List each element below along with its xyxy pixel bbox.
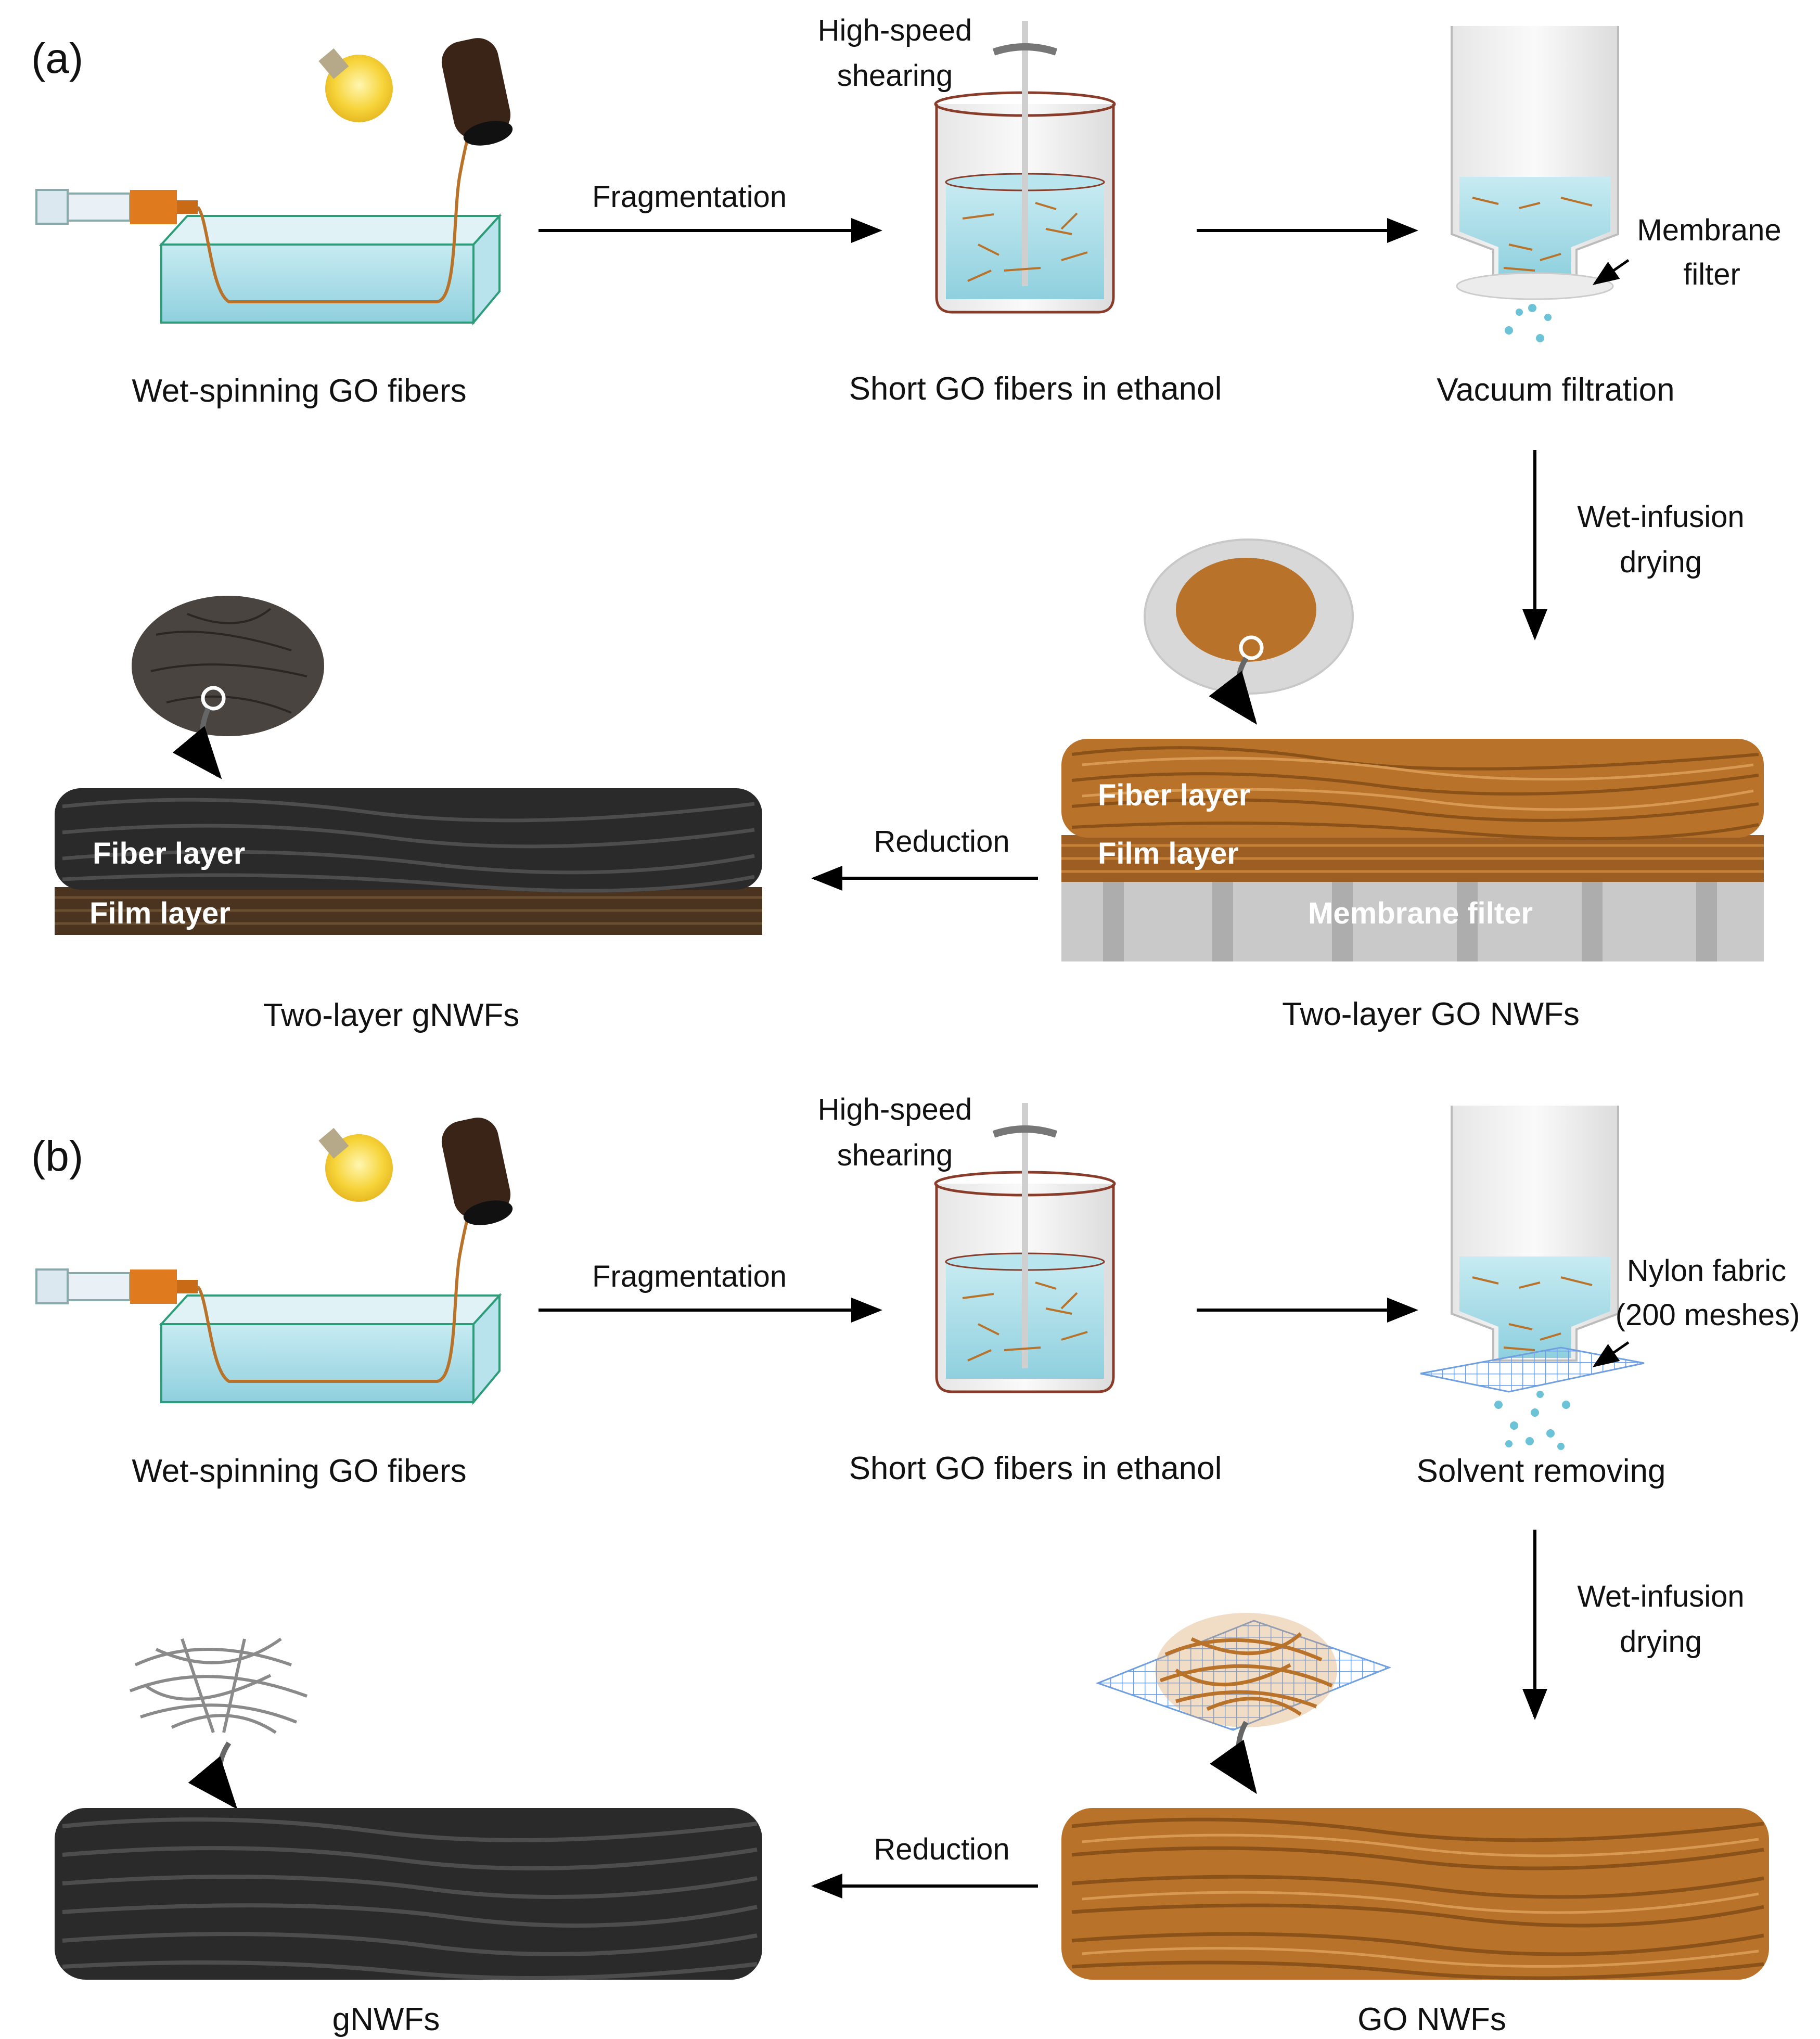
gnwf-inset	[129, 1637, 308, 1810]
g-two-layer-inset	[132, 596, 324, 779]
panel-b: (b) Wet-spinning GO fib	[31, 1093, 1800, 2037]
wet-infusion-line1-a: Wet-infusion	[1577, 500, 1744, 534]
wet-spinning-setup-a	[35, 38, 513, 326]
go-two-layer-inset	[1144, 538, 1354, 725]
nylon-fabric-label-line1: Nylon fabric	[1627, 1254, 1786, 1288]
go-film-layer-label: Film layer	[1098, 837, 1239, 870]
go-fiber-layer-label: Fiber layer	[1098, 778, 1250, 812]
wet-spinning-setup-b	[35, 1118, 513, 1405]
solvent-removal-funnel	[1420, 1106, 1645, 1450]
membrane-filter-label-line2: filter	[1683, 258, 1740, 291]
step5-caption-b: gNWFs	[332, 2002, 440, 2037]
go-membrane-label: Membrane filter	[1308, 896, 1533, 930]
g-fiber-layer-label: Fiber layer	[93, 837, 245, 870]
reduction-label-b: Reduction	[874, 1832, 1009, 1866]
collector-roller-icon	[441, 1118, 513, 1225]
syringe-icon	[35, 1268, 198, 1304]
fragmentation-label-a: Fragmentation	[592, 180, 787, 214]
water-bath	[159, 1292, 502, 1405]
go-nwf-block	[1061, 1808, 1769, 1980]
shearing-line1-b: High-speed	[818, 1093, 972, 1126]
shearing-line1-a: High-speed	[818, 14, 972, 47]
step3-caption-a: Vacuum filtration	[1437, 372, 1674, 408]
reduction-label-a: Reduction	[874, 825, 1009, 858]
step2-caption-a: Short GO fibers in ethanol	[849, 371, 1222, 407]
step1-caption-b: Wet-spinning GO fibers	[132, 1453, 466, 1489]
shearing-line2-a: shearing	[837, 59, 953, 93]
wet-infusion-line2-a: drying	[1620, 545, 1702, 579]
shearing-line2-b: shearing	[837, 1138, 953, 1172]
filter-pointer-arrow	[1592, 259, 1630, 285]
panel-a: (a) Wet-spinning G	[31, 14, 1781, 1033]
step4-caption-b: GO NWFs	[1357, 2002, 1506, 2037]
fabric-pointer-arrow	[1592, 1341, 1630, 1367]
bulb-icon	[318, 1127, 393, 1202]
bulb-icon	[318, 48, 393, 122]
g-film-layer-label: Film layer	[89, 896, 230, 930]
vacuum-filtration-funnel	[1451, 26, 1619, 342]
panel-b-tag: (b)	[31, 1133, 83, 1180]
beaker-b	[934, 1103, 1116, 1393]
go-nwf-inset	[1095, 1613, 1392, 1794]
step3-caption-b: Solvent removing	[1416, 1453, 1665, 1489]
panel-a-tag: (a)	[31, 35, 83, 82]
go-two-layer-block	[1061, 739, 1764, 961]
gnwf-block	[55, 1808, 762, 1980]
step5-caption-a: Two-layer gNWFs	[263, 997, 520, 1033]
collector-roller-icon	[441, 38, 513, 146]
step1-caption-a: Wet-spinning GO fibers	[132, 373, 466, 409]
step4-caption-a: Two-layer GO NWFs	[1282, 996, 1580, 1032]
beaker-a	[934, 21, 1116, 314]
syringe-icon	[35, 189, 198, 225]
membrane-filter-label-line1: Membrane	[1637, 213, 1781, 247]
wet-infusion-line2-b: drying	[1620, 1625, 1702, 1659]
wet-infusion-line1-b: Wet-infusion	[1577, 1580, 1744, 1613]
step2-caption-b: Short GO fibers in ethanol	[849, 1451, 1222, 1486]
water-bath	[159, 213, 502, 326]
g-two-layer-block	[55, 788, 762, 935]
fragmentation-label-b: Fragmentation	[592, 1260, 787, 1293]
nylon-fabric-label-line2: (200 meshes)	[1616, 1298, 1800, 1332]
